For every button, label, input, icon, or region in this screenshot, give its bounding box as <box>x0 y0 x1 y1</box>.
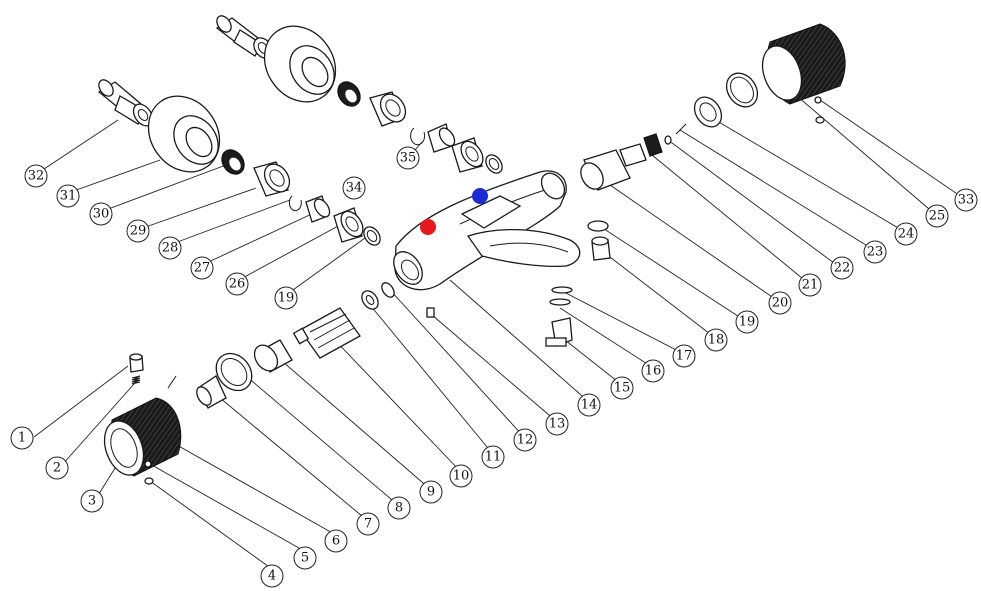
callout-20: 20 <box>768 291 792 315</box>
svg-text:25: 25 <box>929 209 946 224</box>
callout-33: 33 <box>954 188 978 212</box>
callout-32: 32 <box>24 164 48 188</box>
callout-30: 30 <box>89 202 113 226</box>
svg-text:5: 5 <box>301 551 309 566</box>
svg-text:29: 29 <box>130 224 147 239</box>
callout-19-left: 19 <box>274 286 298 310</box>
svg-text:8: 8 <box>395 501 403 516</box>
callout-1: 1 <box>10 426 34 450</box>
callout-27: 27 <box>190 256 214 280</box>
svg-text:28: 28 <box>162 241 179 256</box>
svg-text:27: 27 <box>194 261 211 276</box>
svg-text:12: 12 <box>517 433 534 448</box>
svg-text:14: 14 <box>581 398 598 413</box>
callout-26: 26 <box>225 272 249 296</box>
svg-text:32: 32 <box>28 169 45 184</box>
svg-text:33: 33 <box>958 193 975 208</box>
callout-3: 3 <box>80 489 104 513</box>
callout-28: 28 <box>158 236 182 260</box>
callout-34: 34 <box>342 176 366 200</box>
upper-inlet-assembly <box>215 15 503 174</box>
svg-text:35: 35 <box>400 151 417 166</box>
callout-markers: 1 2 3 4 5 6 7 8 9 10 11 12 13 14 15 16 1… <box>10 146 978 588</box>
lower-inlet-assembly <box>97 79 381 246</box>
svg-text:1: 1 <box>18 431 26 446</box>
svg-text:6: 6 <box>332 534 340 549</box>
callout-9: 9 <box>419 480 443 504</box>
mixer-body <box>393 170 581 291</box>
callout-23: 23 <box>863 240 887 264</box>
svg-text:21: 21 <box>802 278 819 293</box>
callout-19-right: 19 <box>735 310 759 334</box>
callout-31: 31 <box>56 184 80 208</box>
cold-indicator-icon <box>472 188 488 204</box>
svg-text:19: 19 <box>739 315 756 330</box>
svg-text:34: 34 <box>346 181 363 196</box>
callout-14: 14 <box>577 393 601 417</box>
callout-35: 35 <box>396 146 420 170</box>
svg-text:24: 24 <box>898 227 915 242</box>
callout-7: 7 <box>356 512 380 536</box>
flow-control-assembly <box>545 23 846 347</box>
svg-text:18: 18 <box>708 333 725 348</box>
callout-11: 11 <box>481 445 505 469</box>
callout-29: 29 <box>126 219 150 243</box>
callout-22: 22 <box>830 256 854 280</box>
svg-text:20: 20 <box>772 296 789 311</box>
svg-text:4: 4 <box>268 569 276 584</box>
svg-text:2: 2 <box>53 461 61 476</box>
svg-text:26: 26 <box>229 277 246 292</box>
svg-text:11: 11 <box>485 450 502 465</box>
callout-4: 4 <box>260 564 284 588</box>
svg-text:19: 19 <box>278 291 295 306</box>
callout-8: 8 <box>387 496 411 520</box>
callout-17: 17 <box>672 344 696 368</box>
callout-10: 10 <box>449 464 473 488</box>
svg-text:7: 7 <box>364 517 372 532</box>
callout-2: 2 <box>45 456 69 480</box>
callout-21: 21 <box>798 273 822 297</box>
svg-text:31: 31 <box>60 189 77 204</box>
callout-5: 5 <box>293 546 317 570</box>
svg-text:3: 3 <box>88 494 96 509</box>
leader-lines <box>33 89 967 573</box>
svg-text:13: 13 <box>549 417 566 432</box>
svg-text:10: 10 <box>453 469 470 484</box>
callout-12: 12 <box>513 428 537 452</box>
callout-16: 16 <box>641 359 665 383</box>
svg-text:9: 9 <box>427 485 435 500</box>
svg-text:22: 22 <box>834 261 851 276</box>
svg-text:17: 17 <box>676 349 693 364</box>
callout-25: 25 <box>925 204 949 228</box>
hot-indicator-icon <box>420 219 436 235</box>
svg-text:30: 30 <box>93 207 110 222</box>
callout-6: 6 <box>324 529 348 553</box>
callout-18: 18 <box>704 328 728 352</box>
svg-text:23: 23 <box>867 245 884 260</box>
callout-24: 24 <box>894 222 918 246</box>
svg-text:15: 15 <box>614 381 631 396</box>
callout-15: 15 <box>610 376 634 400</box>
callout-13: 13 <box>545 412 569 436</box>
svg-text:16: 16 <box>645 364 662 379</box>
thermostat-assembly <box>103 282 435 485</box>
